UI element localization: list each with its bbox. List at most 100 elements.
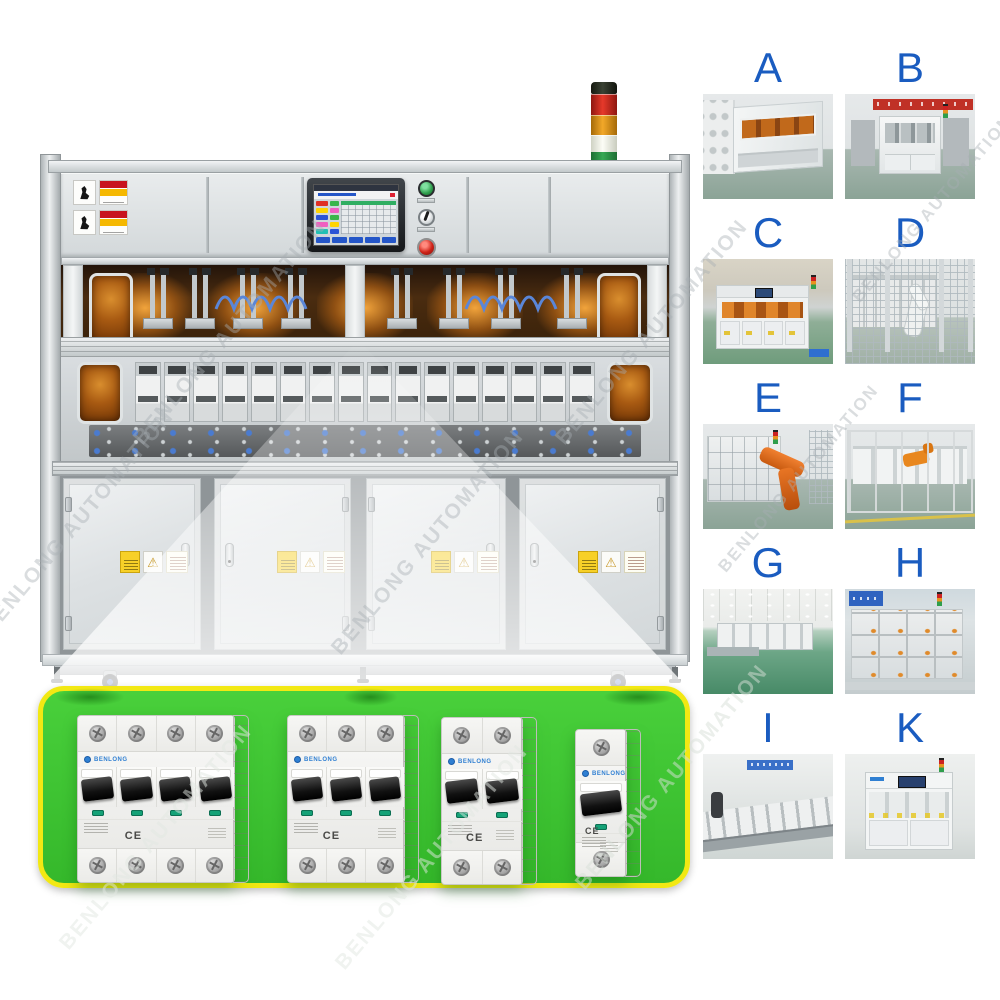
gallery-label: E [753,374,782,421]
hinge [368,497,375,512]
conveyor [707,647,759,656]
door-warning-stickers [578,551,646,573]
test-station-row [135,362,595,422]
toggle-lever[interactable] [579,789,623,817]
gallery-label: C [752,209,784,256]
selector-knob [417,209,435,226]
toggle-lever[interactable] [444,778,479,804]
hazard-triangle-icon [300,551,320,573]
hmi-touchscreen[interactable] [313,184,399,246]
cabinet-door[interactable] [63,478,201,650]
gallery: A B [703,44,989,869]
gallery-item-i[interactable]: I [703,704,833,859]
gallery-item-e[interactable]: E [703,374,833,529]
selector-switch[interactable] [417,209,435,232]
machine-header [717,286,808,298]
test-station [308,362,335,422]
text-notice-sticker [477,551,499,573]
gallery-item-h[interactable]: H [845,539,975,694]
pneumatic-cylinder [185,268,215,329]
leveling-foot [51,667,63,683]
hinge [342,616,349,631]
text-notice-sticker [166,551,188,573]
breaker-handles [288,767,404,807]
hinge [657,497,664,512]
terminal-screw-icon [337,857,355,874]
cabinet-door[interactable] [519,478,666,650]
rating-label: CE [442,821,522,850]
toggle-lever[interactable] [290,776,324,802]
red-banner [873,99,973,110]
bottom-terminals [78,848,234,882]
brand-logo: BENLONG [78,752,234,767]
test-station [192,362,219,422]
toggle-lever[interactable] [368,776,402,802]
machine-photo-body [716,285,809,349]
gallery-item-g[interactable]: G [703,539,833,694]
gallery-item-b[interactable]: B [845,44,975,199]
gallery-item-c[interactable]: C [703,209,833,364]
cabinet-door[interactable] [214,478,351,650]
gallery-item-k[interactable]: K [845,704,975,859]
fence-post [885,259,890,352]
indicator-dot [91,810,104,816]
toggle-lever[interactable] [159,776,193,802]
machine-line [717,623,813,650]
window-strip [869,792,949,818]
test-station [540,362,567,422]
terminal-screw-icon [376,725,394,742]
toggle-lever[interactable] [485,778,520,804]
brand-logo-icon [84,756,91,763]
machinery-band [61,265,669,357]
door-warning-stickers [120,551,188,573]
toggle-lever[interactable] [80,776,114,802]
tower-light-white-segment [591,135,617,152]
side-window [77,362,123,424]
status-indicators [78,807,234,819]
pneumatic-cylinder [557,268,587,329]
tower-light-icon [939,758,944,772]
button-base [417,198,435,203]
blue-sign [849,591,883,606]
gallery-label: A [753,44,782,91]
blue-sign [747,760,793,770]
indicator-dot [496,812,508,818]
brand-logo-icon [582,770,589,777]
terminal-screw-icon [127,857,145,874]
brand-name: BENLONG [94,756,128,763]
gallery-item-f[interactable]: F [845,374,975,529]
cabinet-door[interactable] [366,478,506,650]
indicator-dot [456,812,468,818]
bottom-terminals [288,848,404,882]
base-rail [42,654,688,666]
machine-header [866,773,952,789]
toggle-lever[interactable] [329,776,363,802]
tower-light-icon [811,275,816,289]
hinge [368,616,375,631]
test-station [221,362,248,422]
terminal-screw-icon [298,857,316,874]
gallery-item-d[interactable]: D [845,209,975,364]
ce-mark: CE [124,830,143,842]
machine-photo-body [733,100,823,174]
warning-label [99,210,128,235]
gallery-item-a[interactable]: A [703,44,833,199]
bottom-terminals [442,850,522,884]
test-band [61,357,669,461]
side-cabinet [851,120,875,166]
gallery-thumbnail [845,589,975,694]
door-handle[interactable] [225,543,234,567]
door-handle[interactable] [530,543,539,567]
tower-light [591,82,617,175]
terminal-screw-icon [592,851,610,868]
gallery-thumbnail [845,94,975,199]
indicator-dot [208,810,221,816]
test-station [163,362,190,422]
ceiling-lights [703,589,833,621]
start-button[interactable] [417,180,435,203]
test-station [395,362,422,422]
toggle-lever[interactable] [119,776,153,802]
tower-light-icon [943,104,948,118]
toggle-lever[interactable] [198,776,232,802]
fence-post [939,259,944,352]
